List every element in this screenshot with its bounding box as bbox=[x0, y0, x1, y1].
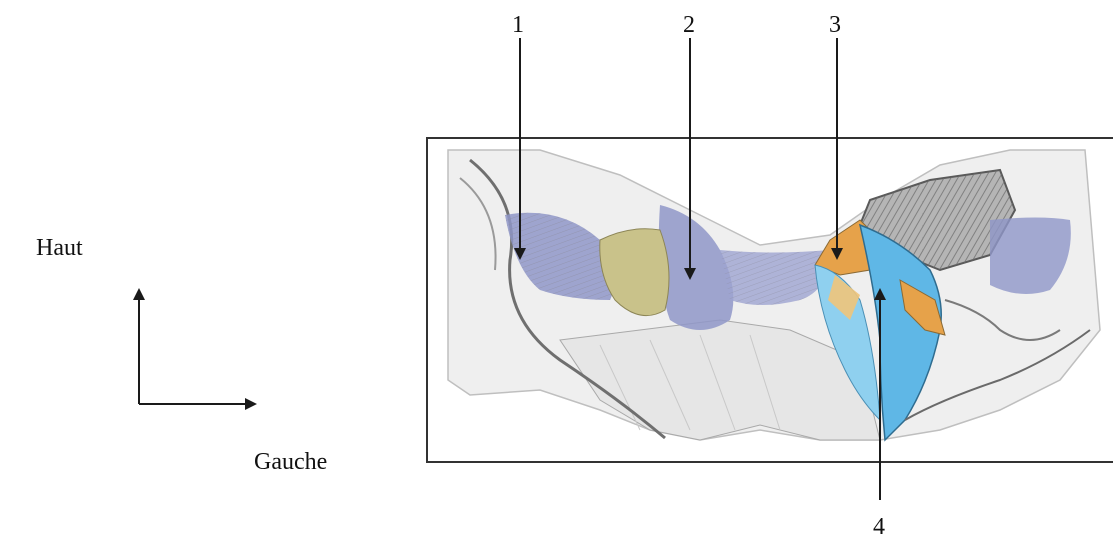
callout-2-label: 2 bbox=[683, 13, 695, 37]
orientation-compass bbox=[139, 290, 255, 404]
anatomy-illustration bbox=[448, 150, 1100, 440]
callout-4-label: 4 bbox=[873, 515, 885, 539]
callout-1-label: 1 bbox=[512, 13, 524, 37]
up-label: Haut bbox=[36, 236, 83, 260]
left-label: Gauche bbox=[254, 450, 327, 474]
callout-3-label: 3 bbox=[829, 13, 841, 37]
